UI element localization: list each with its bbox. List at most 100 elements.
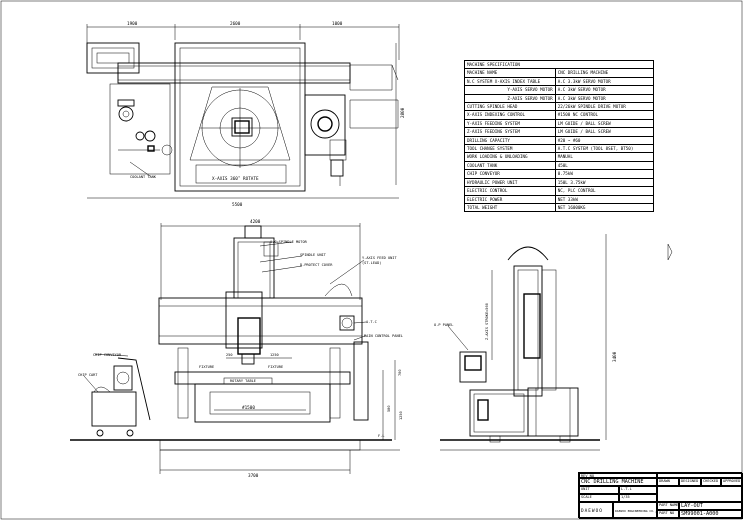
- spec-key: WORK LOADING & UNLOADING: [464, 152, 556, 162]
- fixture-right-label: FIXTURE: [268, 365, 283, 369]
- dim-1250: 1250: [270, 353, 279, 357]
- fixture-left-label: FIXTURE: [199, 365, 214, 369]
- spec-key: DRILLING CAPACITY: [464, 135, 556, 146]
- dim-700: 700: [398, 370, 402, 377]
- z-axis-stroke-label: Z-AXIS STROKE=560: [485, 303, 489, 340]
- spec-value: LM GUIDE / BALL SCREW: [554, 127, 655, 137]
- dim-front-4200: 4200: [250, 219, 261, 225]
- spec-key: TOTAL WEIGHT: [464, 202, 556, 213]
- spec-row: DRILLING CAPACITY#20 ~ #60: [464, 135, 655, 146]
- spec-key: COOLANT TANK: [464, 160, 556, 171]
- spec-key: X-AXIS INDEXING CONTROL: [464, 110, 556, 120]
- tb-sign-area: [657, 486, 743, 502]
- main-control-panel-label: MAIN CONTROL PANEL: [364, 334, 403, 338]
- tb-company: DAEWOO ENGINEERING CO.,LTD: [613, 502, 657, 519]
- spec-key: ELECTRIC CONTROL: [464, 186, 556, 196]
- spec-value: 22/26kW SPINDLE DRIVE MOTOR: [554, 102, 655, 112]
- tb-part-name: PART NAME: [657, 502, 679, 510]
- spec-value: NET 33kW: [554, 194, 655, 204]
- spec-value: NET 16000KG: [554, 202, 655, 213]
- floor-level-label: F.L: [378, 434, 385, 438]
- tb-approved: APPROVED: [721, 478, 743, 486]
- spec-value: 450L: [554, 160, 655, 171]
- spec-value: MANUAL: [554, 152, 655, 162]
- spindle-unit-label: SPINDLE UNIT: [300, 253, 327, 257]
- front-view: 4200 A.C SPINDLE MOTOR SPINDLE UNIT D-PR…: [70, 219, 403, 479]
- tb-checked: CHECKED: [701, 478, 721, 486]
- atc-label: A.T.C: [366, 320, 377, 324]
- spec-value: NC, PLC CONTROL: [554, 186, 655, 196]
- spec-header-row: MACHINE SPECIFICATION: [464, 59, 654, 70]
- spec-key: MACHINE NAME: [464, 68, 556, 78]
- side-view: Z-AXIS STROKE=560 O.P PANEL 3400: [434, 234, 618, 451]
- chip-conveyor-label: CHIP CONVEYOR: [93, 353, 122, 357]
- dim-1250-right: 1250: [399, 411, 403, 420]
- title-block: REV NO CNC DRILLING MACHINE DRAWN DESIGN…: [578, 472, 743, 519]
- spec-key: Y-AXIS FEEDING SYSTEM: [464, 118, 556, 129]
- spec-value: LM GUIDE / BALL SCREW: [554, 118, 655, 129]
- tb-scale: SCALE: [579, 494, 619, 502]
- spec-key: Z-AXIS FEEDING SYSTEM: [464, 127, 556, 137]
- spec-value: CNC DRILLING MACHINE: [554, 68, 655, 78]
- d-protect-cover-label: D-PROTECT COVER: [300, 263, 333, 267]
- dim-250: 250: [226, 353, 233, 357]
- spec-key: Z-AXIS SERVO MOTOR: [464, 93, 556, 104]
- tb-drawn: DRAWN: [657, 478, 679, 486]
- tb-unit-val: L.T.L: [619, 486, 657, 494]
- top-view-caption: X-AXIS 360˚ ROTATE: [212, 175, 259, 182]
- spec-value: #1500 NC CONTROL: [554, 110, 655, 120]
- tb-part-val: LAY-OUT: [679, 502, 743, 510]
- dim-580: 580: [387, 406, 391, 413]
- spec-key: CHIP CONVEYOR: [464, 169, 556, 179]
- tb-scale-val: 1/35: [619, 494, 657, 502]
- rotary-table-label: ROTARY TABLE: [230, 379, 256, 383]
- ac-spindle-motor-label: A.C SPINDLE MOTOR: [270, 240, 308, 244]
- y-axis-feed-unit-lead: (ST.LEAD): [362, 261, 381, 265]
- spec-key: CUTTING SPINDLE HEAD: [464, 102, 556, 112]
- rotary-diameter-dim: #1500: [242, 405, 255, 411]
- dim-top-2600: 2600: [230, 21, 241, 27]
- tb-designed: DESIGNED: [679, 478, 701, 486]
- dim-top-1000: 1000: [332, 21, 343, 27]
- tb-unit: UNIT: [579, 486, 619, 494]
- spec-row: X-AXIS INDEXING CONTROL#1500 NC CONTROL: [464, 110, 655, 120]
- tb-part-no-val: SM99001-A000: [679, 510, 743, 519]
- tb-company-mark: DAEWOO: [579, 502, 613, 519]
- spec-value: A.C 3kW SERVO MOTOR: [554, 85, 655, 95]
- dim-front-3700: 3700: [248, 473, 259, 479]
- coolant-tank-label: COOLANT TANK: [130, 175, 157, 179]
- spec-value: A.T.C SYSTEM (TOOL 8SET, BT50): [554, 144, 655, 154]
- dim-top-1900: 1900: [127, 21, 138, 27]
- spec-key: Y-AXIS SERVO MOTOR: [464, 85, 556, 95]
- spec-value: 150L 3.75kW: [554, 177, 655, 188]
- spec-value: A.C 3kW SERVO MOTOR: [554, 93, 655, 104]
- op-panel-label: O.P PANEL: [434, 323, 453, 327]
- spec-value: 0.75kW: [554, 169, 655, 179]
- tb-rev: REV NO: [579, 473, 657, 478]
- tb-part-no: PART NO: [657, 510, 679, 519]
- spec-header: MACHINE SPECIFICATION: [464, 59, 654, 70]
- section-mark-icon: [667, 243, 673, 261]
- tb-title: CNC DRILLING MACHINE: [579, 478, 657, 486]
- spec-key: HYDRAULIC POWER UNIT: [464, 177, 556, 188]
- dim-top-2800: 2800: [400, 107, 406, 118]
